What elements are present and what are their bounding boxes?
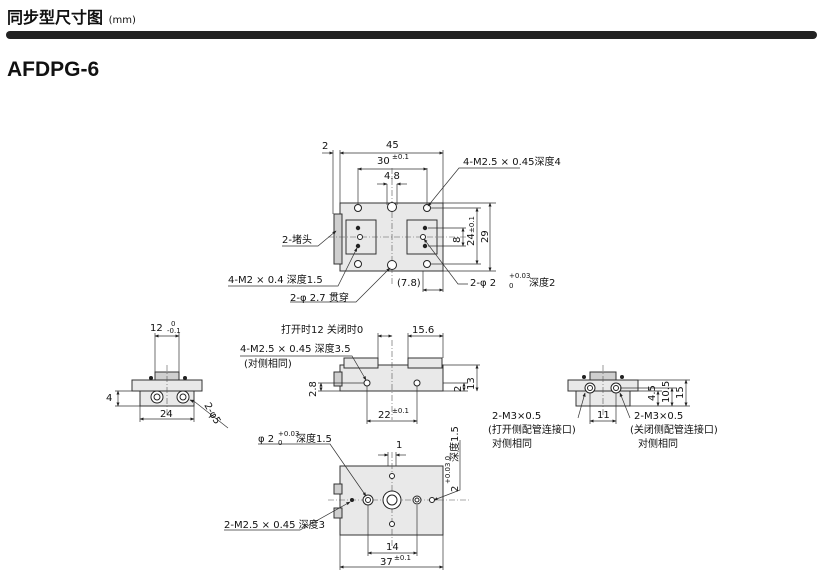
dim-37: 37 bbox=[380, 557, 393, 568]
note-right-tol: +0.03 0 bbox=[444, 456, 452, 484]
mount-hole bbox=[423, 260, 431, 268]
note-phi2-depth: 深度2 bbox=[529, 276, 555, 289]
dim-2: 2 bbox=[322, 141, 328, 152]
note-same-close: 对侧相同 bbox=[638, 437, 678, 450]
dim-2-8: 2.8 bbox=[308, 381, 319, 397]
dim-12-tol-low: -0.1 bbox=[167, 327, 181, 335]
note-phi2-top: 2-φ 2 bbox=[470, 278, 496, 289]
note-m2: 4-M2 × 0.4 深度1.5 bbox=[228, 273, 323, 286]
note-phi2-bottom-tol-low: 0 bbox=[278, 439, 282, 447]
dim-37-tol: ±0.1 bbox=[394, 554, 411, 562]
dim-13: 13 bbox=[466, 377, 477, 390]
note-open-close: 打开时12 关闭时0 bbox=[281, 323, 363, 336]
note-m3-close: 2-M3×0.5 bbox=[634, 411, 683, 422]
note-m25-bottom: 2-M2.5 × 0.45 深度3 bbox=[224, 518, 325, 531]
note-plug: 2-堵头 bbox=[282, 233, 312, 246]
unit-text: (mm) bbox=[108, 15, 136, 26]
dim-2-front: 2 bbox=[453, 386, 464, 392]
dim-12: 12 bbox=[150, 323, 163, 334]
note-phi2-tol-low: 0 bbox=[509, 282, 513, 290]
note-right-2: 2 bbox=[450, 486, 461, 492]
dim-30: 30 bbox=[377, 156, 390, 167]
left-side-view: 12 0 -0.1 4 24 2-φ5 bbox=[106, 320, 229, 429]
dim-45: 45 bbox=[386, 140, 399, 151]
dim-4-8: 4.8 bbox=[384, 171, 400, 182]
note-phi2-tol-up: +0.03 bbox=[509, 272, 530, 280]
note-same-open: 对侧相同 bbox=[492, 437, 532, 450]
dim-22: 22 bbox=[378, 410, 391, 421]
mount-hole bbox=[354, 204, 362, 212]
right-side-view: 4.5 10.5 15 11 2-M3×0.5 (打开侧配管连接口) 对侧相同 … bbox=[488, 365, 718, 450]
bottom-view: φ 2 +0.03 0 深度1.5 1 2 +0.03 0 深度1.5 2-M2… bbox=[224, 426, 470, 570]
top-view-left-cap bbox=[333, 213, 343, 265]
title-divider bbox=[6, 31, 817, 39]
front-view-right-jaw bbox=[407, 357, 443, 369]
dim-4-5: 4.5 bbox=[647, 385, 658, 401]
dim-24-left: 24 bbox=[160, 409, 173, 420]
dim-7-8: (7.8) bbox=[397, 278, 421, 289]
dim-4-left: 4 bbox=[106, 393, 112, 404]
mount-hole bbox=[423, 204, 431, 212]
dim-24: 24 bbox=[466, 233, 477, 246]
dim-11: 11 bbox=[597, 410, 610, 421]
front-view-body bbox=[339, 364, 444, 392]
through-hole bbox=[387, 260, 397, 270]
through-hole bbox=[387, 202, 397, 212]
top-view: 2 45 30 ±0.1 4.8 8 24 ±0.1 29 (7.8) 4-M2… bbox=[228, 140, 561, 304]
dim-22-tol: ±0.1 bbox=[392, 407, 409, 415]
dim-1: 1 bbox=[396, 440, 402, 451]
dim-12-tol-up: 0 bbox=[171, 320, 175, 328]
dim-8: 8 bbox=[452, 237, 463, 243]
note-m3-open-2: (打开侧配管连接口) bbox=[488, 423, 576, 436]
mount-hole bbox=[354, 260, 362, 268]
dim-phi5: 2-φ5 bbox=[201, 401, 222, 426]
dim-15-6: 15.6 bbox=[412, 325, 434, 336]
front-view: 打开时12 关闭时0 15.6 4-M2.5 × 0.45 深度3.5 (对侧相… bbox=[240, 323, 480, 424]
note-m3-open: 2-M3×0.5 bbox=[492, 411, 541, 422]
note-phi27: 2-φ 2.7 贯穿 bbox=[290, 291, 349, 304]
page-title: 同步型尺寸图 (mm) bbox=[7, 4, 136, 28]
note-m3-close-2: (关闭侧配管连接口) bbox=[630, 423, 718, 436]
note-phi2-bottom: φ 2 bbox=[258, 434, 274, 445]
front-view-left-jaw bbox=[343, 357, 379, 369]
note-right-depth: 深度1.5 bbox=[448, 426, 461, 462]
dim-10-5: 10.5 bbox=[661, 381, 672, 403]
title-text: 同步型尺寸图 bbox=[7, 8, 104, 27]
dim-30-tol: ±0.1 bbox=[392, 153, 409, 161]
dim-29: 29 bbox=[480, 230, 491, 243]
note-opposite: (对侧相同) bbox=[244, 357, 292, 370]
note-m25-top: 4-M2.5 × 0.45深度4 bbox=[463, 155, 561, 168]
dim-15-right: 15 bbox=[675, 386, 686, 399]
dim-14: 14 bbox=[386, 542, 399, 553]
note-phi2-bottom-depth: 深度1.5 bbox=[296, 432, 332, 445]
dim-24-tol: ±0.1 bbox=[468, 216, 476, 233]
note-m25-front: 4-M2.5 × 0.45 深度3.5 bbox=[240, 342, 351, 355]
note-phi2-bottom-tol-up: +0.03 bbox=[278, 430, 299, 438]
model-name: AFDPG-6 bbox=[7, 58, 100, 81]
